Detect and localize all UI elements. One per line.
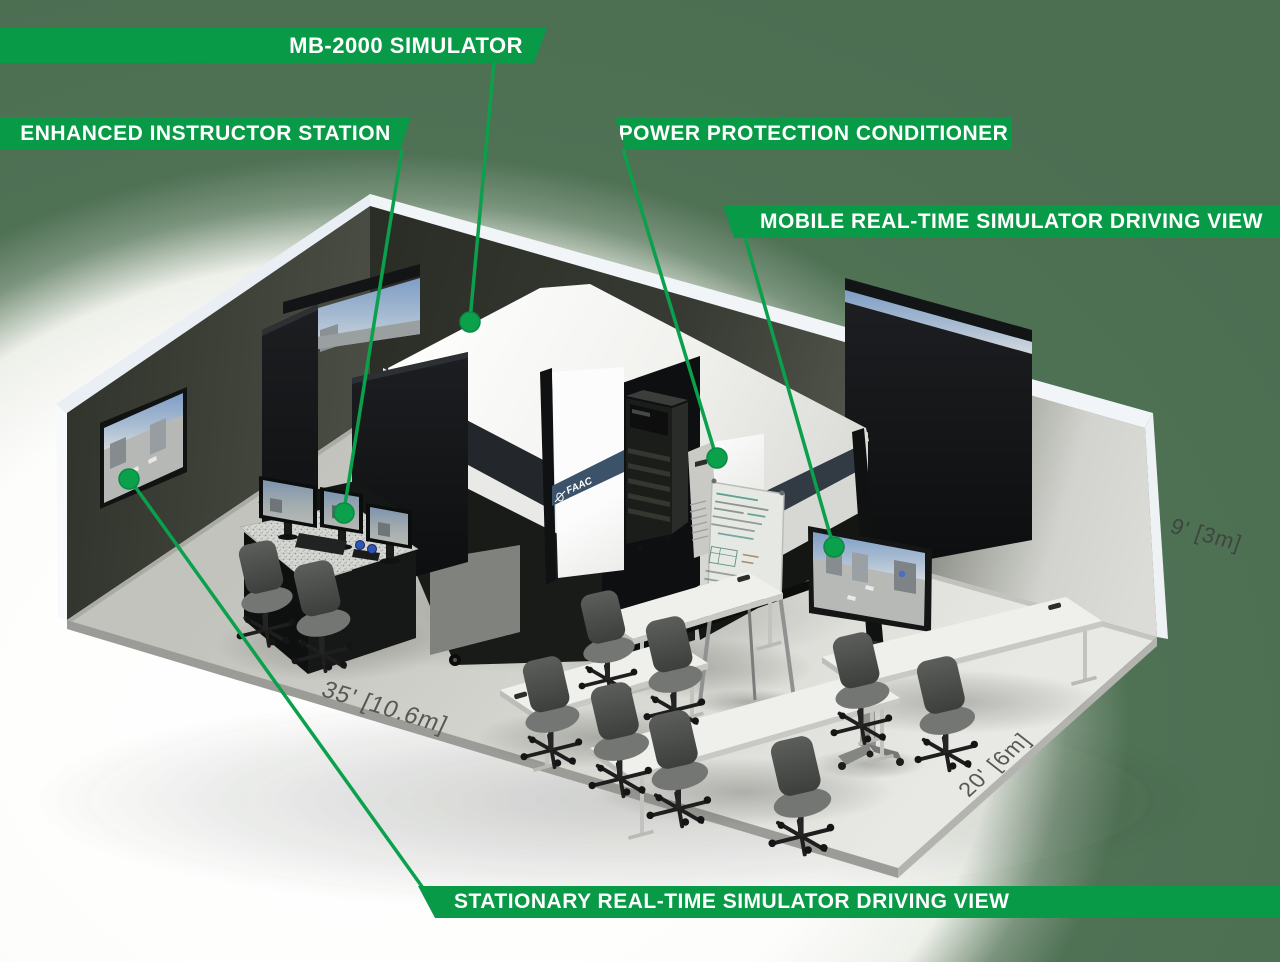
instructor-station xyxy=(236,476,419,674)
wall-tv-screen xyxy=(104,393,183,452)
callout-label: POWER PROTECTION CONDITIONER xyxy=(618,121,1009,145)
leader-dot-stationary-view xyxy=(118,468,140,490)
callout-banner-stationary-driving-view: STATIONARY REAL-TIME SIMULATOR DRIVING V… xyxy=(418,886,1280,918)
leader-dot-mb2000 xyxy=(459,311,481,333)
keyboard xyxy=(295,533,347,555)
faac-logo-icon xyxy=(556,492,564,502)
leader-lines xyxy=(129,61,835,890)
joystick xyxy=(355,540,365,550)
leader-dot-power xyxy=(706,447,728,469)
callout-banner-instructor-station: ENHANCED INSTRUCTOR STATION xyxy=(0,117,411,150)
callout-banner-mb2000: MB-2000 SIMULATOR xyxy=(0,28,547,63)
leader-stationary-view xyxy=(129,479,425,890)
classroom xyxy=(500,572,1102,857)
leader-mb2000 xyxy=(468,61,496,321)
callout-banner-power-conditioner: POWER PROTECTION CONDITIONER xyxy=(615,117,1012,150)
whiteboard-easel xyxy=(697,478,798,710)
callout-label: STATIONARY REAL-TIME SIMULATOR DRIVING V… xyxy=(454,890,1010,913)
leader-dot-mobile-view xyxy=(823,536,845,558)
leader-dot-instructor xyxy=(333,502,355,524)
leader-mobile-view xyxy=(743,236,835,546)
server-rack xyxy=(626,390,688,552)
callout-label: MB-2000 SIMULATOR xyxy=(289,32,523,58)
callout-label: MOBILE REAL-TIME SIMULATOR DRIVING VIEW xyxy=(760,209,1263,233)
callout-label: ENHANCED INSTRUCTOR STATION xyxy=(20,121,391,145)
faac-logo-band xyxy=(552,450,624,506)
simulator-right-screen-panel xyxy=(845,302,1032,575)
callout-banner-mobile-driving-view: MOBILE REAL-TIME SIMULATOR DRIVING VIEW xyxy=(723,205,1280,238)
faac-kiosk: FAAC COMMERCIAL xyxy=(540,367,624,585)
leader-power xyxy=(621,148,718,457)
leader-dots xyxy=(118,311,845,558)
leader-instructor xyxy=(342,148,404,512)
